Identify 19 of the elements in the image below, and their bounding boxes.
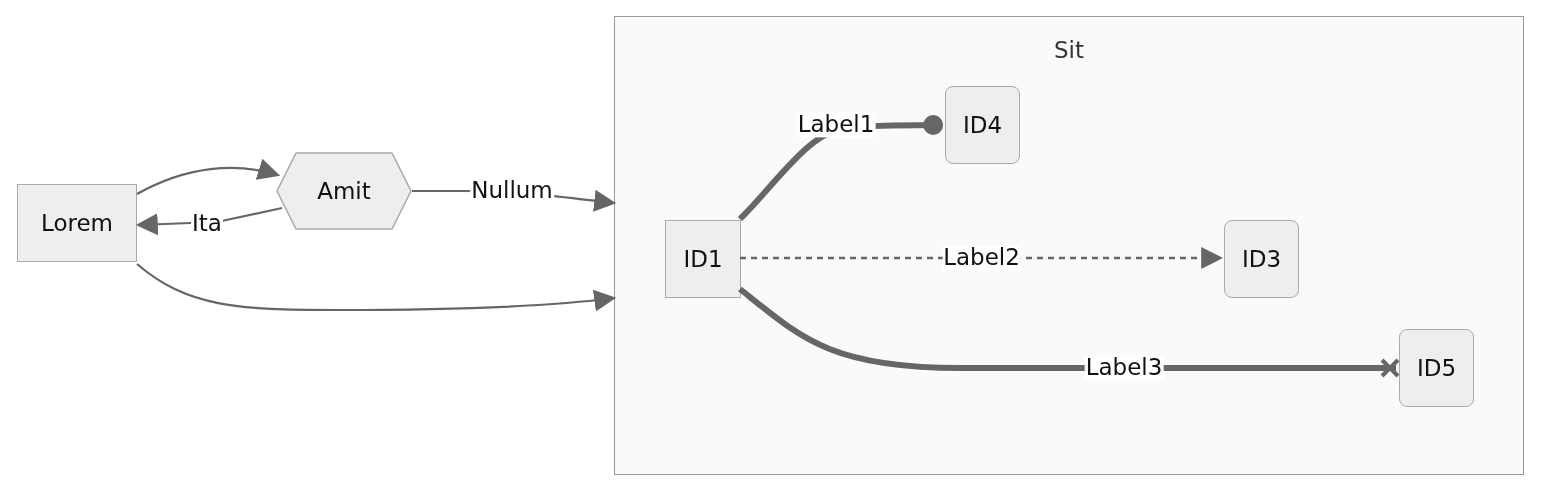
node-label: ID1	[683, 246, 723, 272]
rounded-box	[1399, 329, 1474, 407]
edge-label: Label2	[942, 245, 1021, 271]
process-box	[17, 184, 137, 262]
rounded-box	[945, 86, 1020, 164]
rounded-box	[1224, 220, 1299, 298]
node-label: ID5	[1416, 355, 1457, 381]
node-label: Lorem	[41, 210, 113, 236]
hexagon-node	[276, 152, 412, 230]
group-container	[614, 16, 1524, 475]
edge-label: Label1	[796, 112, 876, 138]
node-label: ID3	[1241, 246, 1282, 272]
node-label: Amit	[317, 178, 371, 204]
node-label: ID4	[962, 112, 1003, 138]
arrow	[136, 159, 281, 195]
group-title: Sit	[1054, 37, 1084, 63]
process-box	[665, 220, 741, 298]
edge-label: Label3	[1084, 355, 1164, 381]
arrow	[136, 263, 617, 312]
